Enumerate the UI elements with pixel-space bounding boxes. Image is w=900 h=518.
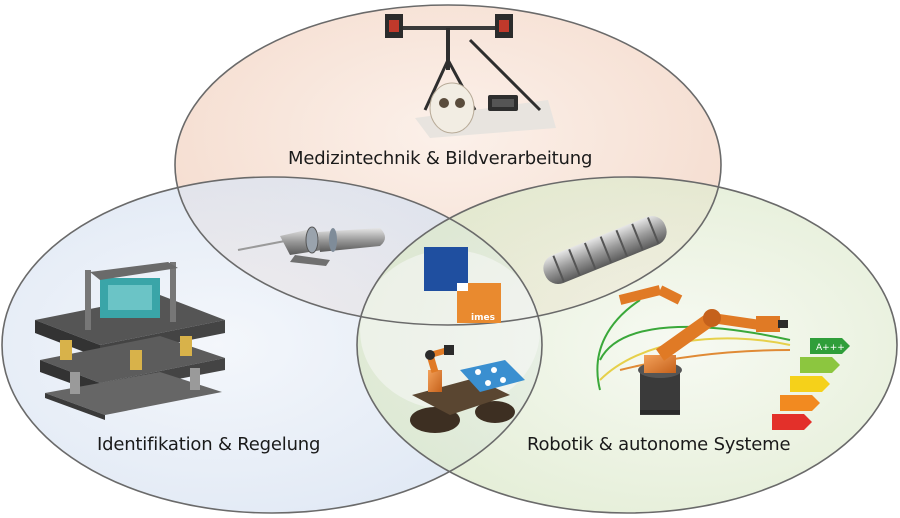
- energy-efficiency-label: A+++: [772, 338, 850, 430]
- logo-text: imes: [471, 313, 495, 323]
- imes-logo: imes: [424, 247, 501, 323]
- energy-bar-a: [810, 338, 850, 354]
- industrial-robot-arm-image: [596, 285, 791, 415]
- energy-bar-d: [780, 395, 820, 411]
- energy-bar-b: [800, 357, 840, 373]
- set-left-outline: [1, 176, 543, 514]
- energy-class-text: A+++: [816, 343, 845, 353]
- label-identifikation-regelung: Identifikation & Regelung: [97, 434, 321, 455]
- flexible-segment-image: [543, 215, 667, 285]
- mobile-robot-image: [410, 345, 525, 433]
- label-medizintechnik-bildverarbeitung: Medizintechnik & Bildverarbeitung: [288, 148, 593, 169]
- test-rig-machine-image: [35, 262, 225, 420]
- set-top-outline: [174, 4, 722, 326]
- medical-camera-rig-image: [385, 14, 556, 138]
- energy-bar-c: [790, 376, 830, 392]
- label-robotik-autonome-systeme: Robotik & autonome Systeme: [527, 434, 791, 455]
- energy-bar-e: [772, 414, 812, 430]
- set-right-outline: [356, 176, 898, 514]
- surgical-instrument-image: [237, 226, 385, 266]
